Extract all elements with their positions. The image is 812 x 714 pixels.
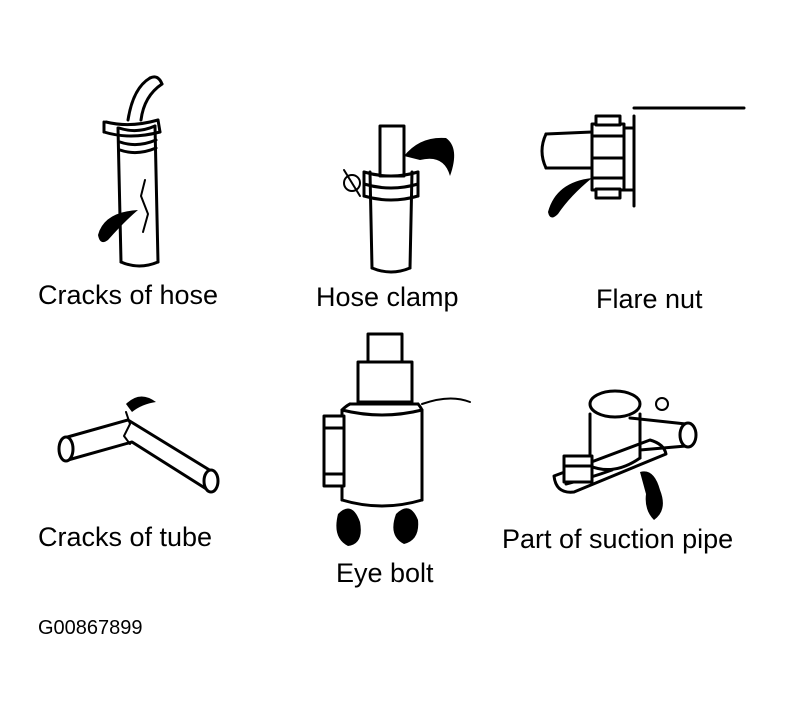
label-part-of-suction-pipe: Part of suction pipe: [502, 524, 734, 554]
cracks-of-hose-illustration: [98, 75, 164, 268]
hose-clamp-illustration: [343, 124, 455, 274]
label-eye-bolt: Eye bolt: [336, 558, 434, 588]
label-cracks-of-hose: Cracks of hose: [38, 280, 219, 310]
label-cracks-of-tube: Cracks of tube: [38, 522, 213, 552]
cracks-of-tube-illustration: [57, 396, 220, 494]
label-hose-clamp: Hose clamp: [316, 282, 459, 312]
suction-pipe-illustration: [552, 389, 698, 520]
flare-nut-illustration: [540, 106, 746, 218]
eye-bolt-illustration: [322, 332, 471, 546]
label-flare-nut: Flare nut: [596, 284, 703, 314]
figure-code: G00867899: [38, 617, 143, 639]
